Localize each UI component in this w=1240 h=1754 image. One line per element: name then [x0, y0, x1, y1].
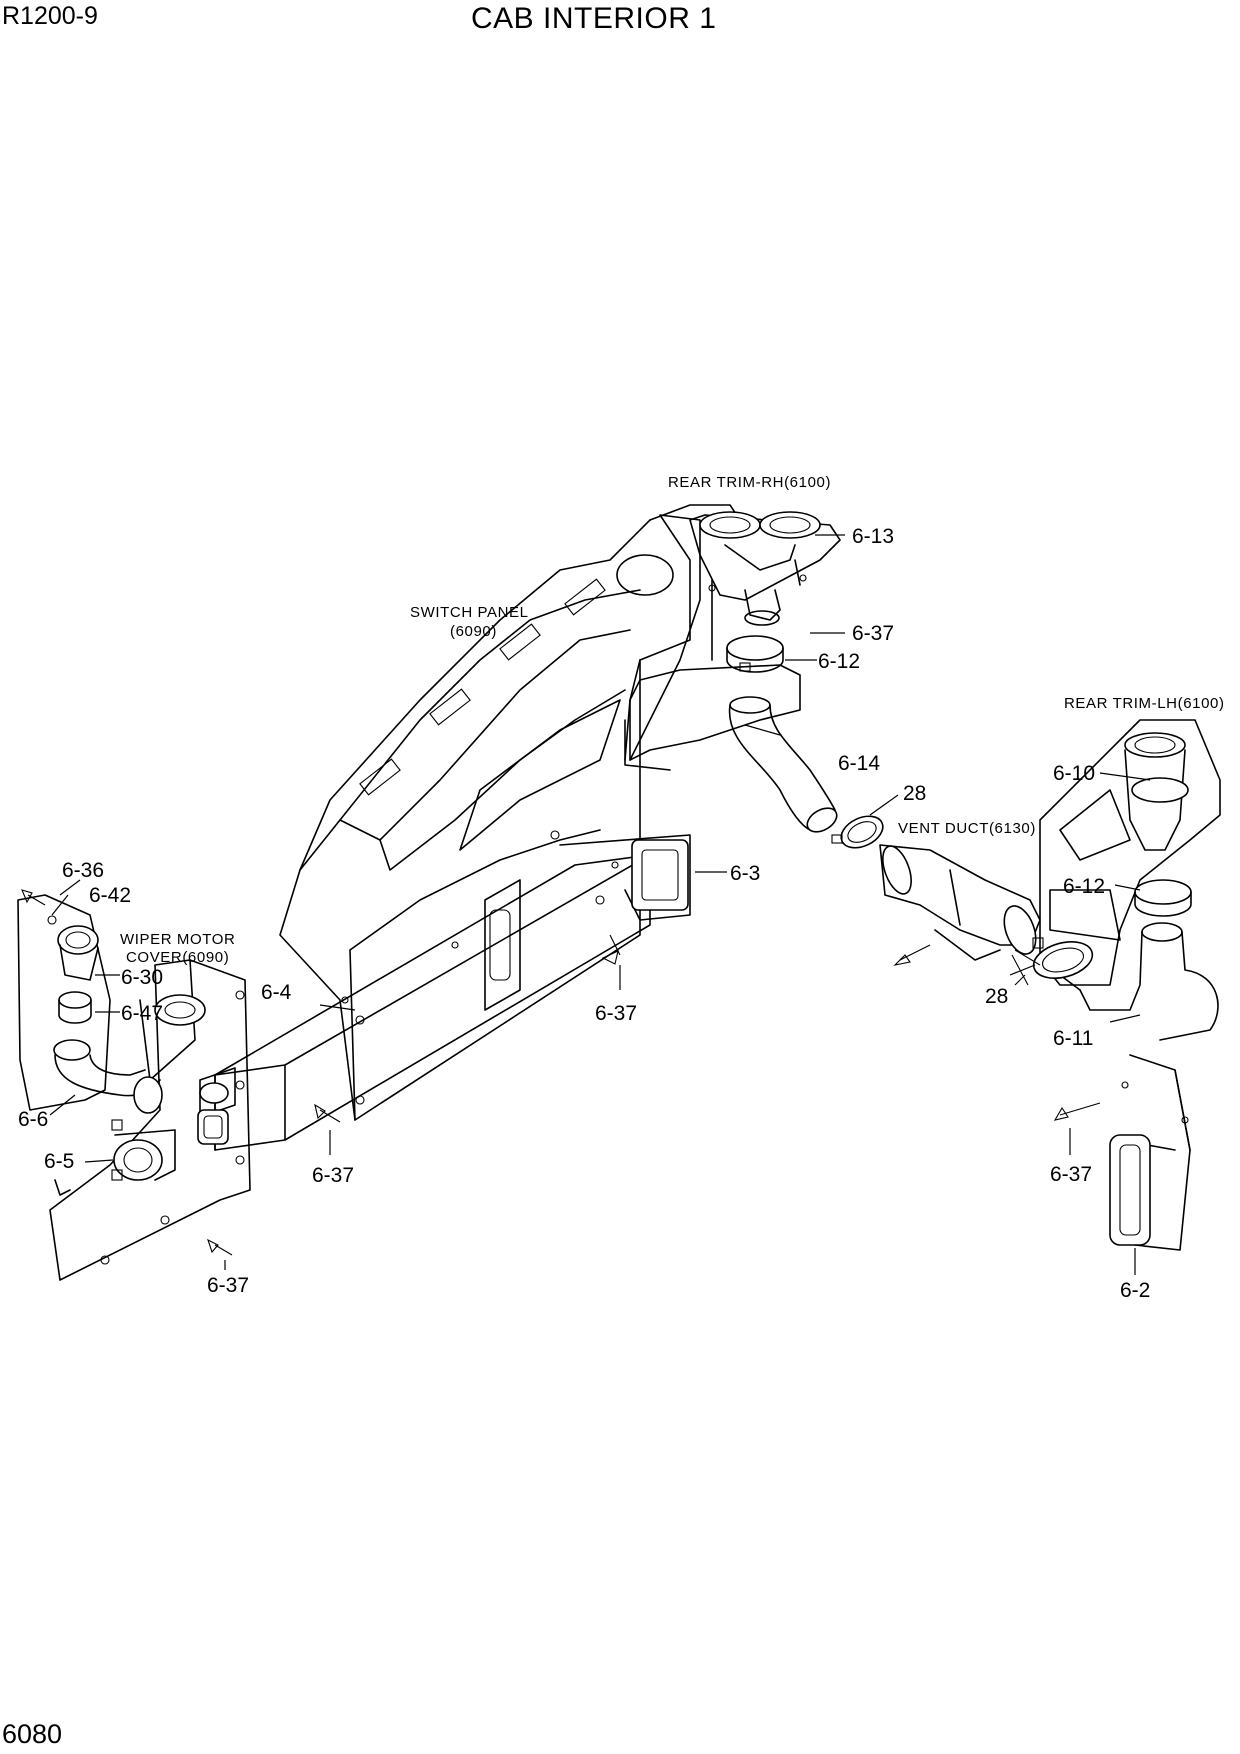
wiper-motor-cover-ref: COVER(6090)	[126, 949, 229, 966]
wiper-motor-label: WIPER MOTOR	[120, 931, 236, 948]
rear-trim-lh-label: REAR TRIM-LH(6100)	[1064, 695, 1225, 712]
callout-6-37-bottom: 6-37	[207, 1274, 249, 1297]
floor-duct	[197, 834, 691, 1151]
callout-6-11: 6-11	[1053, 1027, 1093, 1050]
leader-lines	[49, 534, 1151, 1275]
callout-28-top: 28	[903, 782, 926, 805]
outlet-6-2	[1053, 1054, 1191, 1251]
callout-6-37-center: 6-37	[312, 1164, 354, 1187]
callout-6-47: 6-47	[121, 1002, 163, 1025]
part-callouts: 6-13 6-37 6-12 6-14 28 6-10 6-12 6-3 6-3…	[18, 525, 1150, 1302]
callout-6-42: 6-42	[89, 884, 131, 907]
switch-panel-ref: (6090)	[450, 623, 497, 640]
callout-6-30: 6-30	[121, 966, 163, 989]
model-number: R1200-9	[2, 2, 98, 30]
vent-duct-label: VENT DUCT(6130)	[898, 820, 1036, 837]
rear-trim-rh-label: REAR TRIM-RH(6100)	[668, 474, 831, 491]
callout-6-37-mid: 6-37	[595, 1002, 637, 1025]
reference-labels: REAR TRIM-RH(6100) SWITCH PANEL (6090) R…	[120, 474, 1225, 966]
callout-6-10: 6-10	[1053, 762, 1095, 785]
rear-trim-lh-assembly	[1011, 719, 1221, 1041]
callout-6-14: 6-14	[838, 752, 880, 775]
callout-6-37-right: 6-37	[1050, 1163, 1092, 1186]
switch-panel-label: SWITCH PANEL	[410, 604, 529, 621]
switch-panel-housing	[279, 504, 741, 1121]
rear-trim-rh-duct	[689, 511, 841, 661]
callout-28-right: 28	[985, 985, 1008, 1008]
vent-duct	[879, 844, 1041, 966]
page-number: 6080	[2, 1719, 63, 1749]
callout-6-12-right: 6-12	[1063, 875, 1105, 898]
callout-6-4: 6-4	[261, 981, 292, 1004]
callout-6-37-top: 6-37	[852, 622, 894, 645]
callout-6-5: 6-5	[44, 1150, 74, 1173]
callout-6-2: 6-2	[1120, 1279, 1150, 1302]
upper-clamp-and-hose	[624, 635, 884, 849]
wiper-motor-cover-assembly	[17, 889, 251, 1281]
callout-6-12-top: 6-12	[818, 650, 860, 673]
callout-6-6: 6-6	[18, 1108, 48, 1131]
page-title: CAB INTERIOR 1	[471, 2, 717, 35]
callout-6-13: 6-13	[852, 525, 894, 548]
callout-6-36: 6-36	[62, 859, 104, 882]
callout-6-3: 6-3	[730, 862, 760, 885]
